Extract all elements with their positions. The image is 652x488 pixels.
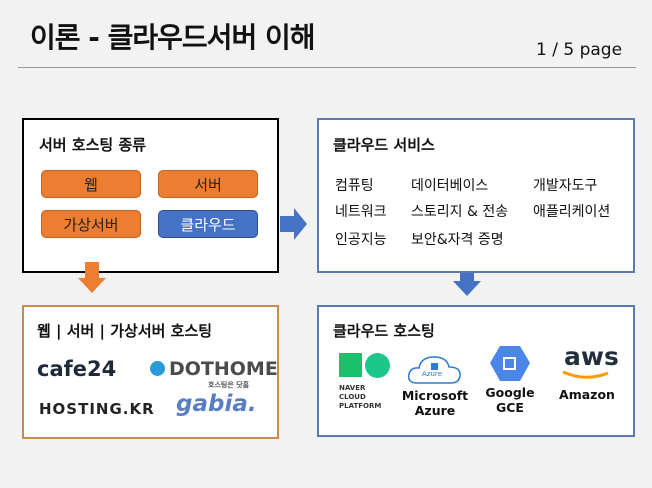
google-gce-icon [490, 346, 530, 381]
service-item: 보안&자격 증명 [411, 232, 504, 248]
hostingkr-logo: HOSTING.KR [39, 400, 155, 418]
dothome-text: DOTHOME [169, 358, 278, 380]
page-number: 1 / 5 page [536, 40, 623, 60]
chip-cloud: 클라우드 [158, 210, 258, 238]
service-item: 스토리지 & 전송 [411, 204, 509, 220]
traditional-hosting-box: 웹 | 서버 | 가상서버 호스팅 cafe24 DOTHOME 호스팅은 닷홈… [22, 305, 279, 439]
page-title: 이론 - 클라우드서버 이해 [30, 21, 315, 54]
cloud-services-box: 클라우드 서비스 컴퓨팅 데이터베이스 개발자도구 네트워크 스토리지 & 전송… [317, 118, 635, 273]
box-title: 서버 호스팅 종류 [39, 136, 147, 154]
hosting-types-box: 서버 호스팅 종류 웹 서버 가상서버 클라우드 [22, 118, 279, 273]
azure-label: Azure [422, 370, 442, 378]
service-item: 애플리케이션 [533, 204, 611, 220]
chip-server: 서버 [158, 170, 258, 198]
naver-cloud-text: NAVER CLOUD PLATFORM [339, 384, 382, 410]
chip-web: 웹 [41, 170, 141, 198]
service-item: 개발자도구 [533, 178, 598, 194]
service-item: 데이터베이스 [411, 178, 489, 194]
gabia-logo: gabia. [176, 391, 257, 417]
dothome-tagline: 호스팅은 닷홈 [208, 381, 250, 389]
service-item: 네트워크 [335, 204, 387, 220]
service-item: 컴퓨팅 [335, 178, 374, 194]
cafe24-logo: cafe24 [37, 357, 117, 381]
down-arrow-orange-icon [78, 262, 106, 293]
divider [18, 67, 636, 68]
dothome-logo: DOTHOME [150, 358, 278, 380]
aws-logo: aws [564, 342, 619, 371]
cloud-hosting-box: 클라우드 호스팅 NAVER CLOUD PLATFORM Azure Micr… [317, 305, 635, 437]
box-title: 클라우드 호스팅 [333, 322, 435, 340]
right-arrow-icon [280, 208, 307, 240]
provider-name: Microsoft Azure [401, 388, 469, 418]
aws-smile-icon [562, 370, 609, 379]
box-title: 웹 | 서버 | 가상서버 호스팅 [37, 322, 213, 340]
service-item: 인공지능 [335, 232, 387, 248]
provider-name: Google GCE [485, 385, 535, 415]
chip-virtual-server: 가상서버 [41, 210, 141, 238]
box-title: 클라우드 서비스 [333, 136, 435, 154]
azure-cloud-icon [407, 356, 461, 384]
naver-cloud-logo: NAVER CLOUD PLATFORM [339, 353, 390, 411]
provider-name: Amazon [559, 387, 615, 402]
